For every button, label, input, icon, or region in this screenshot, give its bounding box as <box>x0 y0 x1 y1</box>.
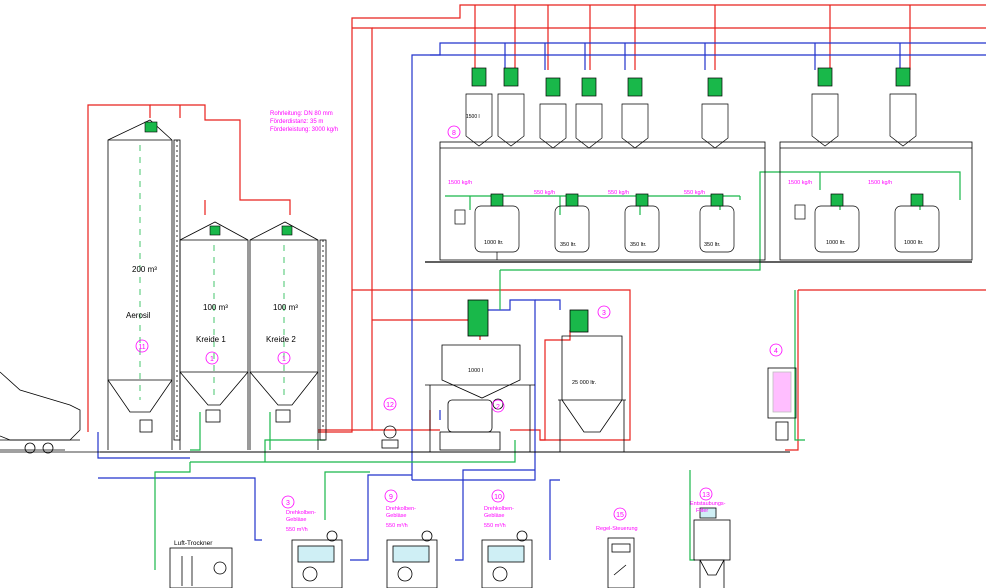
reactor-volumes: 1000 ltr. 350 ltr. 350 ltr. 350 ltr. 100… <box>484 240 924 248</box>
blower-title: Drehkolben- <box>484 506 514 512</box>
small-tank-label: 1500 l <box>466 114 480 120</box>
silo-kreide-2 <box>249 221 327 450</box>
reactor-rate: 550 kg/h <box>534 190 555 196</box>
control-number: 15 <box>616 512 624 519</box>
blower-rate: 550 m³/h <box>286 527 308 533</box>
reactor-rate: 550 kg/h <box>608 190 629 196</box>
dryer-label: Luft-Trockner <box>174 540 213 547</box>
silo-aerosil <box>107 119 181 450</box>
info-line-3: Förderleistung: 3000 kg/h <box>270 127 338 133</box>
blue-conveying-lines <box>97 42 986 561</box>
mezzanine-structure <box>425 141 973 263</box>
mezzanine-number: 8 <box>452 130 456 137</box>
reactor-volume: 350 ltr. <box>704 242 721 248</box>
reactor-rates: 1500 kg/h 550 kg/h 550 kg/h 550 kg/h 150… <box>448 180 892 196</box>
mixer-unit <box>425 299 535 452</box>
blower-labels: Drehkolben- Gebläse 550 m³/h Drehkolben-… <box>286 506 514 533</box>
blower-number: 10 <box>494 494 502 501</box>
blower-title: Gebläse <box>386 513 407 519</box>
blower-rate: 550 m³/h <box>386 523 408 529</box>
mixer-number: 2 <box>496 404 500 411</box>
position-numbers <box>135 125 783 521</box>
silo-centerlines <box>139 145 285 400</box>
mixer-volume: 1000 l <box>468 368 483 374</box>
unit-4-number: 4 <box>774 348 778 355</box>
green-air-lines <box>154 171 961 570</box>
blowers <box>291 530 533 588</box>
blower-number: 9 <box>389 494 393 501</box>
blower-number: 3 <box>286 500 290 507</box>
blower-title: Gebläse <box>286 517 307 523</box>
reactor-rate: 550 kg/h <box>684 190 705 196</box>
filter-number: 13 <box>702 492 710 499</box>
weighing-hoppers <box>465 67 917 149</box>
blower-title: Drehkolben- <box>286 510 316 516</box>
reactor-volume: 350 ltr. <box>560 242 577 248</box>
silo-name: Kreide 2 <box>266 335 296 344</box>
red-conveying-lines <box>87 4 986 451</box>
storage-tank <box>558 309 626 452</box>
reactor-volume: 1000 ltr. <box>484 240 504 246</box>
info-line-2: Förderdistanz: 35 m <box>270 119 323 125</box>
air-dryer <box>169 547 233 588</box>
storage-tank-volume: 25 000 ltr. <box>572 380 597 386</box>
reactor-rate: 1500 kg/h <box>448 180 472 186</box>
reactors <box>454 193 940 260</box>
silo-volume: 200 m³ <box>132 265 157 274</box>
reactor-rate: 1500 kg/h <box>868 180 892 186</box>
control-cabinet <box>607 537 635 588</box>
filter-label-1: Entstaubungs- <box>690 501 726 507</box>
reactor-volume: 1000 ltr. <box>904 240 924 246</box>
silo-volume: 100 m³ <box>203 303 228 312</box>
tanker-truck <box>0 371 100 454</box>
reactor-rate: 1500 kg/h <box>788 180 812 186</box>
dust-filter <box>693 507 731 588</box>
silo-labels: 200 m³ Aerosil 100 m³ Kreide 1 100 m³ Kr… <box>126 265 298 344</box>
position-number-labels: 11 1 1 8 2 3 4 12 3 9 10 15 13 <box>138 130 778 519</box>
silo-number: 1 <box>282 356 286 363</box>
blower-title: Gebläse <box>484 513 505 519</box>
pump-12 <box>381 425 399 449</box>
reactor-volume: 1000 ltr. <box>826 240 846 246</box>
info-line-1: Rohrleitung: DN 80 mm <box>270 111 333 117</box>
silo-volume: 100 m³ <box>273 303 298 312</box>
blower-rate: 550 m³/h <box>484 523 506 529</box>
silo-number: 1 <box>210 356 214 363</box>
silo-filters <box>144 121 293 236</box>
blower-title: Drehkolben- <box>386 506 416 512</box>
silo-kreide-1 <box>179 221 249 450</box>
control-label: Regel-Steuerung <box>596 526 638 532</box>
pump-12-number: 12 <box>386 402 394 409</box>
silo-name: Kreide 1 <box>196 335 226 344</box>
info-block: Rohrleitung: DN 80 mm Förderdistanz: 35 … <box>270 111 338 133</box>
silo-number: 11 <box>138 344 145 351</box>
unit-4 <box>767 367 797 441</box>
filter-label-2: Filter <box>696 508 708 514</box>
silo-name: Aerosil <box>126 311 151 320</box>
reactor-volume: 350 ltr. <box>630 242 647 248</box>
storage-tank-number: 3 <box>602 310 606 317</box>
